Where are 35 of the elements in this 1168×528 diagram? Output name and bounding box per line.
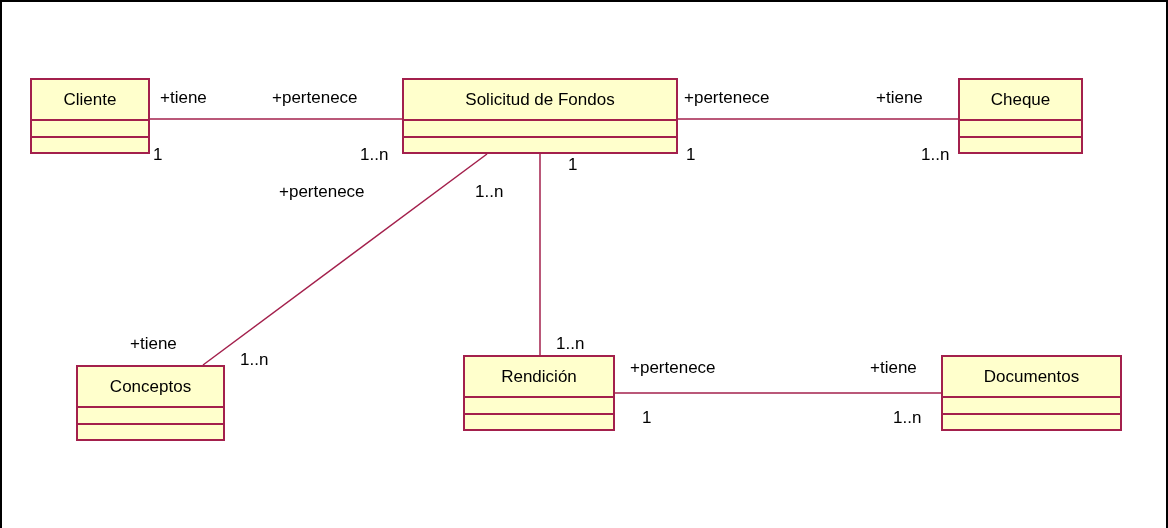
multiplicity-label: 1..n — [360, 145, 389, 165]
multiplicity-label: 1 — [686, 145, 696, 165]
association-line — [202, 153, 488, 366]
multiplicity-label: 1 — [642, 408, 652, 428]
association-line — [677, 118, 959, 120]
role-name: +tiene — [876, 88, 923, 108]
multiplicity-label: 1..n — [475, 182, 504, 202]
class-box — [958, 78, 1083, 154]
class-name: Documentos — [982, 366, 1081, 388]
class-name: Cliente — [62, 89, 118, 111]
role-name: +pertenece — [272, 88, 358, 108]
association-line — [614, 392, 942, 394]
class-box — [463, 355, 615, 431]
class-name: Rendición — [500, 366, 578, 388]
role-name: +pertenece — [279, 182, 365, 202]
class-name: Solicitud de Fondos — [464, 89, 616, 111]
role-name: +tiene — [130, 334, 177, 354]
role-name: +tiene — [870, 358, 917, 378]
association-line — [149, 118, 403, 120]
multiplicity-label: 1 — [153, 145, 163, 165]
class-box — [941, 355, 1122, 431]
multiplicity-label: 1 — [568, 155, 578, 175]
class-name: Cheque — [989, 89, 1052, 111]
role-name: +tiene — [160, 88, 207, 108]
multiplicity-label: 1..n — [556, 334, 585, 354]
class-box — [30, 78, 150, 154]
class-box — [76, 365, 225, 441]
role-name: +pertenece — [684, 88, 770, 108]
association-line — [539, 153, 541, 356]
multiplicity-label: 1..n — [893, 408, 922, 428]
multiplicity-label: 1..n — [240, 350, 269, 370]
role-name: +pertenece — [630, 358, 716, 378]
class-box — [402, 78, 678, 154]
class-name: Conceptos — [108, 376, 193, 398]
multiplicity-label: 1..n — [921, 145, 950, 165]
